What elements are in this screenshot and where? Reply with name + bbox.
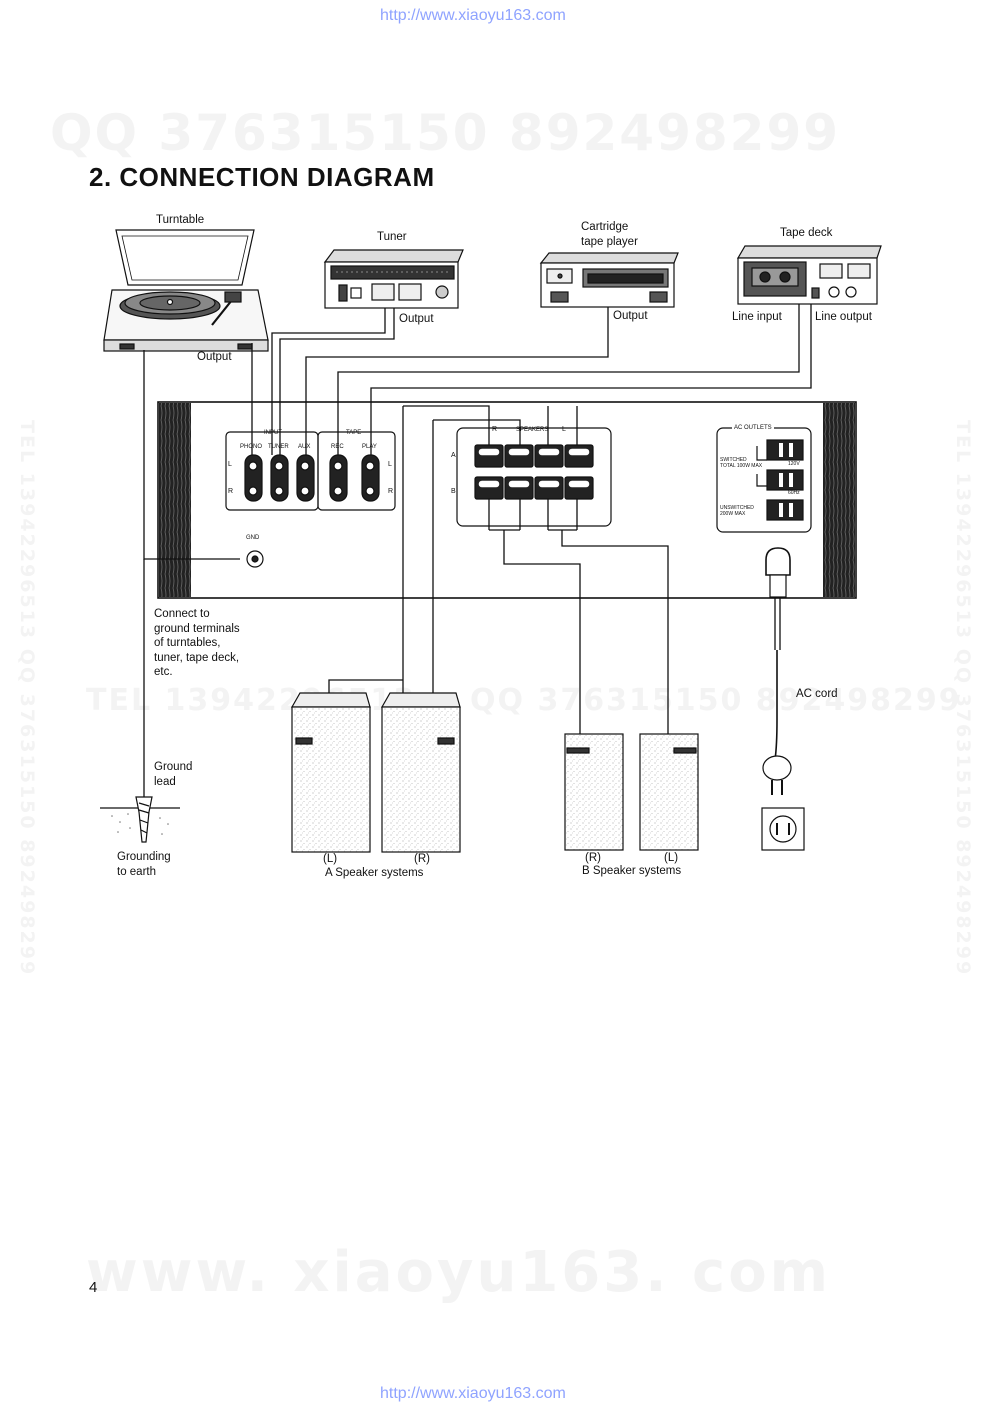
ground-note-line: Connect to	[154, 608, 210, 620]
speaker-b-left	[639, 733, 699, 851]
line-output-label: Line output	[815, 311, 872, 323]
ac-outlets	[756, 439, 804, 521]
speaker-terminals	[474, 444, 594, 500]
panel-rec-label: REC	[331, 444, 344, 450]
panel-speakers-r: R	[492, 426, 498, 433]
panel-switched-1: SWITCHED	[720, 457, 747, 463]
ground-lead-line: Ground	[154, 761, 193, 773]
panel-r-right: R	[388, 488, 394, 495]
tuner-label: Tuner	[377, 231, 407, 243]
ground-rod	[100, 796, 180, 843]
turntable	[103, 229, 269, 352]
grounding-line: Grounding	[117, 851, 171, 863]
cartridge-label-2: tape player	[581, 236, 638, 248]
gnd-terminal	[246, 550, 264, 568]
speaker-a-right-label: (R)	[414, 853, 430, 865]
cartridge-label-1: Cartridge	[581, 221, 629, 233]
watermark-bottom: www. xiaoyu163. com	[86, 1240, 832, 1305]
speaker-a-right	[380, 692, 461, 853]
ground-note-line: tuner, tape deck,	[154, 651, 240, 664]
panel-l-right: L	[388, 461, 392, 468]
watermark-top: QQ 376315150 892498299	[50, 104, 841, 162]
watermark-vertical-left: TEL 13942296513 QQ 376315150 892498299	[16, 420, 38, 977]
panel-tuner-label: TUNER	[268, 444, 289, 450]
ground-note: Connect to ground terminals of turntable…	[154, 607, 240, 680]
watermark-vertical-right: TEL 13942296513 QQ 376315150 892498299	[952, 420, 974, 977]
panel-aux-label: AUX	[298, 444, 311, 450]
speaker-b-right	[564, 733, 624, 851]
speaker-a-left-label: (L)	[323, 853, 338, 865]
amplifier-rear-panel	[157, 401, 857, 599]
turntable-output-label: Output	[197, 351, 232, 363]
speaker-b-right-label: (R)	[585, 852, 601, 864]
speaker-a-left	[290, 692, 371, 853]
panel-input-label: INPUT	[264, 430, 282, 436]
speaker-b-caption: B Speaker systems	[582, 865, 682, 877]
panel-unswitched-1: UNSWITCHED	[720, 505, 754, 511]
panel-unswitched-2: 200W MAX	[720, 511, 746, 517]
rca-jacks	[244, 454, 380, 502]
panel-gnd-label: GND	[246, 535, 260, 541]
watermark-qq: QQ 376315150 892498299	[470, 683, 962, 718]
panel-play-label: PLAY	[362, 444, 377, 450]
panel-frequency: 60Hz	[788, 490, 800, 496]
panel-speakers-l: L	[562, 426, 566, 433]
panel-speakers-label: SPEAKERS	[516, 427, 549, 433]
ground-lead-label: Ground lead	[154, 760, 192, 789]
speaker-a-caption: A Speaker systems	[325, 867, 424, 879]
panel-voltage: 120V	[788, 461, 800, 467]
wiring	[143, 304, 812, 800]
footer-url[interactable]: http://www.xiaoyu163.com	[380, 1385, 566, 1402]
tuner-output-label: Output	[399, 313, 434, 325]
ground-note-line: of turntables,	[154, 637, 221, 649]
ground-note-line: etc.	[154, 666, 173, 678]
tuner	[323, 249, 464, 309]
cartridge-output-label: Output	[613, 310, 648, 322]
speaker-b-left-label: (L)	[664, 852, 679, 864]
tape-deck	[736, 245, 882, 305]
ground-lead-line: lead	[154, 775, 176, 788]
ac-cord-label: AC cord	[796, 688, 838, 700]
ac-cord-plug	[761, 547, 805, 851]
panel-tape-label: TAPE	[346, 430, 362, 436]
panel-switched-2: TOTAL 100W MAX	[720, 463, 763, 469]
grounding-label: Grounding to earth	[117, 850, 171, 879]
panel-ac-outlets-label: AC OUTLETS	[732, 425, 774, 431]
page-number: 4	[89, 1279, 98, 1296]
panel-phono-label: PHONO	[240, 444, 263, 450]
line-input-label: Line input	[732, 311, 782, 323]
ground-note-line: ground terminals	[154, 622, 240, 635]
grounding-line: to earth	[117, 865, 156, 878]
tape-deck-label: Tape deck	[780, 227, 833, 239]
turntable-label: Turntable	[156, 214, 205, 226]
header-url[interactable]: http://www.xiaoyu163.com	[380, 7, 566, 24]
panel-r-left: R	[228, 488, 234, 495]
cartridge-tape-player	[539, 252, 679, 308]
panel-l-left: L	[228, 461, 232, 468]
panel-row-a: A	[451, 452, 456, 459]
panel-row-b: B	[451, 488, 456, 495]
page-title: 2. CONNECTION DIAGRAM	[89, 162, 435, 192]
